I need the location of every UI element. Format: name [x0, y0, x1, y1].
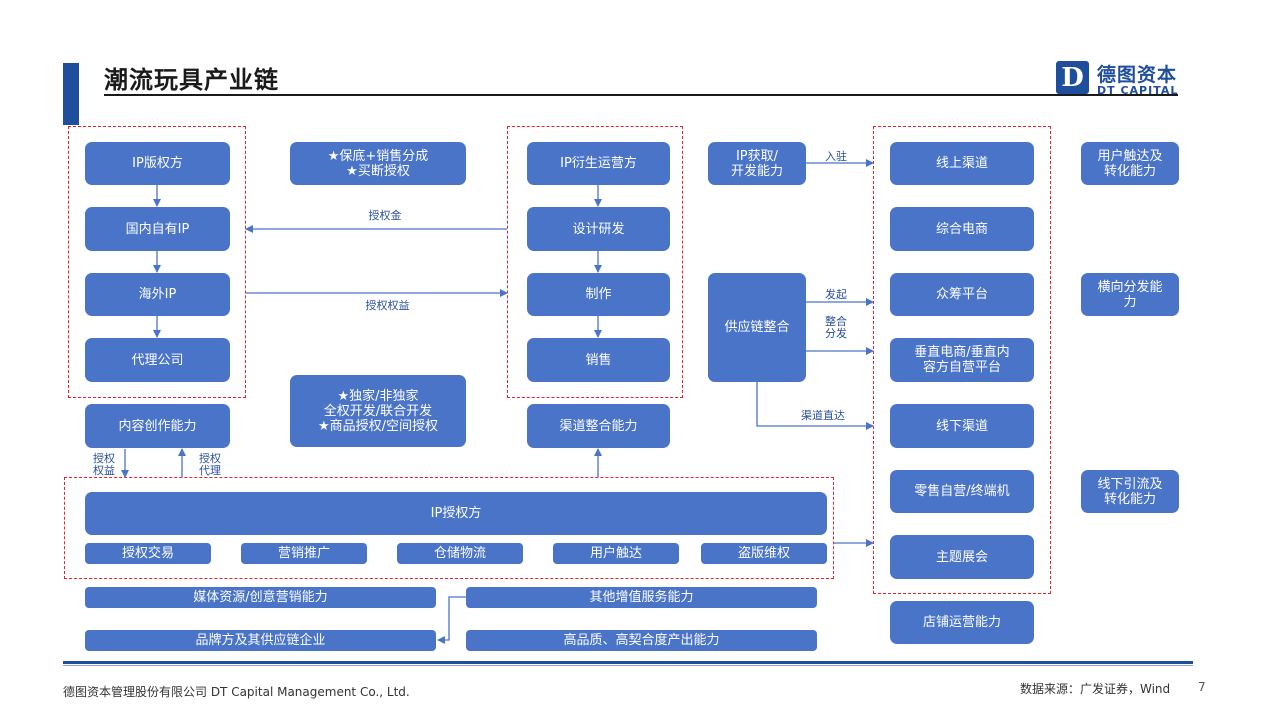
licensor-group [64, 477, 834, 579]
page-title: 潮流玩具产业链 [104, 66, 279, 94]
channel-group [873, 126, 1051, 594]
license-types-box: ★独家/非独家 全权开发/联合开发 ★商品授权/空间授权 [290, 375, 466, 447]
user-reach-capability-box: 用户触达及 转化能力 [1081, 142, 1179, 185]
licensor-item-anti-piracy: 盗版维权 [701, 543, 827, 564]
company-logo-mark: D [1056, 61, 1089, 94]
offline-channel-box: 线下渠道 [890, 404, 1034, 448]
crowdfunding-box: 众筹平台 [890, 273, 1034, 316]
footer-company: 德图资本管理股份有限公司 DT Capital Management Co., … [63, 685, 410, 699]
ip-copyright-holder-box: IP版权方 [85, 142, 230, 185]
footer-rule-thin [63, 665, 1193, 666]
licensor-item-logistics: 仓储物流 [397, 543, 523, 564]
footer-rule [63, 661, 1193, 664]
general-ecommerce-box: 综合电商 [890, 207, 1034, 251]
production-box: 制作 [527, 273, 670, 316]
offline-traffic-capability-box: 线下引流及 转化能力 [1081, 470, 1179, 513]
license-terms-box: ★保底+销售分成 ★买断授权 [290, 142, 466, 185]
footer-source: 数据来源：广发证券，Wind [1020, 682, 1171, 696]
content-creation-capability-box: 内容创作能力 [85, 404, 230, 448]
licensor-item-trade: 授权交易 [85, 543, 211, 564]
edge-label-channel-direct: 渠道直达 [801, 409, 845, 422]
edge-label-initiate: 发起 [825, 288, 847, 301]
title-accent-bar [63, 63, 79, 125]
domestic-ip-box: 国内自有IP [85, 207, 230, 251]
edge-label-settle: 入驻 [825, 150, 847, 163]
design-rd-box: 设计研发 [527, 207, 670, 251]
theme-exhibition-box: 主题展会 [890, 535, 1034, 579]
retail-self-operated-box: 零售自营/终端机 [890, 470, 1034, 513]
title-underline [104, 94, 1178, 96]
company-logo-cn: 德图资本 [1097, 64, 1178, 86]
vertical-ecommerce-box: 垂直电商/垂直内 容方自营平台 [890, 338, 1034, 382]
page-number: 7 [1198, 680, 1206, 694]
channel-integration-capability-box: 渠道整合能力 [527, 404, 670, 448]
agency-company-box: 代理公司 [85, 338, 230, 382]
online-channel-box: 线上渠道 [890, 142, 1034, 185]
value-added-service-capability-box: 其他增值服务能力 [466, 587, 817, 608]
edge-label-license-fee: 授权金 [368, 209, 402, 222]
high-quality-output-capability-box: 高品质、高契合度产出能力 [466, 630, 817, 651]
edge-label-rights-proxy: 授权 代理 [199, 452, 221, 477]
supply-chain-integration-box: 供应链整合 [708, 273, 806, 382]
ip-derivative-operator-box: IP衍生运营方 [527, 142, 670, 185]
edge-label-integrate-distribute: 整合 分发 [825, 315, 847, 340]
derivative-operator-group [507, 126, 683, 398]
licensor-item-user-reach: 用户触达 [553, 543, 679, 564]
overseas-ip-box: 海外IP [85, 273, 230, 316]
ip-holder-group [68, 126, 246, 398]
company-logo-en: DT CAPITAL [1097, 84, 1179, 97]
edge-label-rights-up: 授权 权益 [93, 452, 115, 477]
licensor-item-marketing: 营销推广 [241, 543, 367, 564]
brand-supply-chain-box: 品牌方及其供应链企业 [85, 630, 436, 651]
edge-label-license-rights: 授权权益 [365, 299, 410, 312]
ip-acquire-capability-box: IP获取/ 开发能力 [708, 142, 806, 185]
ip-licensor-bar: IP授权方 [85, 492, 827, 535]
sales-box: 销售 [527, 338, 670, 382]
store-operation-capability-box: 店铺运营能力 [890, 601, 1034, 644]
media-resource-capability-box: 媒体资源/创意营销能力 [85, 587, 436, 608]
horizontal-distribution-capability-box: 横向分发能 力 [1081, 273, 1179, 316]
